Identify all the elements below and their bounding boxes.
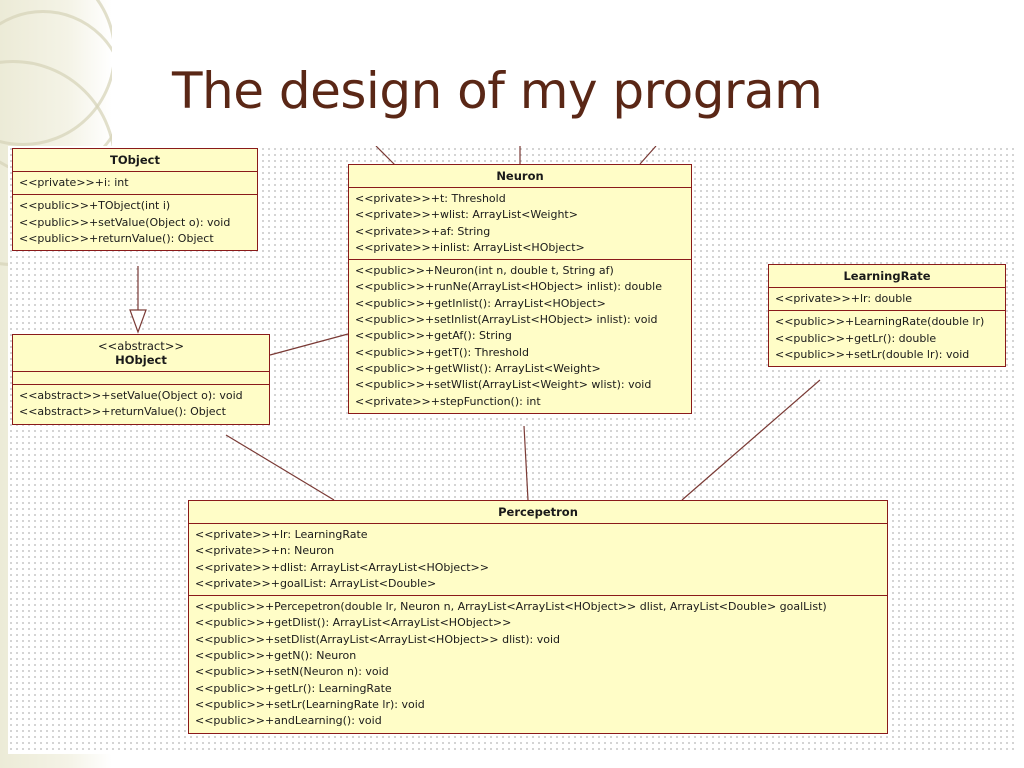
association-line [225, 434, 335, 501]
attribute: <<private>>+lr: LearningRate [195, 528, 368, 541]
attribute: <<private>>+lr: double [775, 292, 913, 305]
attribute: <<private>>+inlist: ArrayList<HObject> [355, 240, 585, 254]
attribute: <<private>>+n: Neuron [195, 544, 335, 558]
operation: <<public>>+returnValue(): Object [19, 231, 214, 245]
association-line [681, 379, 821, 501]
association-line [523, 425, 529, 501]
slide-title: The design of my program [172, 62, 823, 120]
operation: <<public>>+setValue(Object o): void [19, 215, 231, 229]
attribute: <<private>>+af: String [355, 224, 491, 238]
generalization-arrowhead [129, 309, 147, 334]
operation: <<public>>+setLr(double lr): void [775, 347, 970, 361]
operation: <<public>>+getWlist(): ArrayList<Weight> [355, 361, 601, 375]
class-header: LearningRate [769, 265, 1005, 288]
class-name: HObject [115, 353, 167, 367]
operation: <<public>>+getInlist(): ArrayList<HObjec… [355, 296, 606, 310]
attribute: <<private>>+i: int [19, 176, 129, 189]
class-neuron[interactable]: Neuron <<private>>+t: Threshold <<privat… [348, 164, 692, 414]
operation: <<abstract>>+setValue(Object o): void [19, 389, 243, 402]
class-hobject[interactable]: <<abstract>> HObject <<abstract>>+setVal… [12, 334, 270, 425]
attributes-section: <<private>>+lr: LearningRate <<private>>… [189, 524, 887, 597]
association-line [639, 146, 657, 165]
operation: <<public>>+getN(): Neuron [195, 649, 357, 663]
operation: <<public>>+getLr(): LearningRate [195, 681, 392, 695]
class-header: <<abstract>> HObject [13, 335, 269, 372]
operations-section: <<public>>+Percepetron(double lr, Neuron… [189, 596, 887, 732]
class-name: TObject [110, 153, 160, 167]
operation: <<public>>+Neuron(int n, double t, Strin… [355, 264, 614, 278]
operation: <<public>>+andLearning(): void [195, 714, 382, 728]
operation: <<public>>+runNe(ArrayList<HObject> inli… [355, 280, 662, 294]
attribute: <<private>>+dlist: ArrayList<ArrayList<H… [195, 560, 489, 574]
association-line [269, 333, 349, 356]
operation: <<private>>+stepFunction(): int [355, 394, 541, 408]
attributes-section [13, 372, 269, 385]
attributes-section: <<private>>+lr: double [769, 288, 1005, 312]
class-name: Neuron [496, 169, 544, 183]
operation: <<public>>+getT(): Threshold [355, 345, 529, 359]
operation: <<public>>+setInlist(ArrayList<HObject> … [355, 313, 658, 327]
operation: <<abstract>>+returnValue(): Object [19, 405, 226, 419]
class-learningrate[interactable]: LearningRate <<private>>+lr: double <<pu… [768, 264, 1006, 368]
class-stereotype: <<abstract>> [98, 339, 184, 353]
class-header: TObject [13, 149, 257, 172]
operation: <<public>>+setWlist(ArrayList<Weight> wl… [355, 378, 652, 392]
class-name: Percepetron [498, 505, 578, 519]
operation: <<public>>+Percepetron(double lr, Neuron… [195, 600, 827, 614]
attribute: <<private>>+t: Threshold [355, 192, 506, 205]
operation: <<public>>+TObject(int i) [19, 199, 171, 213]
connectors-layer [129, 146, 821, 501]
attributes-section: <<private>>+i: int [13, 172, 257, 196]
class-percepetron[interactable]: Percepetron <<private>>+lr: LearningRate… [188, 500, 888, 734]
uml-diagram-canvas: TObject <<private>>+i: int <<public>>+TO… [8, 146, 1018, 754]
operation: <<public>>+setDlist(ArrayList<ArrayList<… [195, 632, 560, 646]
attribute: <<private>>+goalList: ArrayList<Double> [195, 576, 437, 590]
operation: <<public>>+getLr(): double [775, 331, 937, 345]
operations-section: <<public>>+TObject(int i) <<public>>+set… [13, 195, 257, 250]
class-name: LearningRate [843, 269, 931, 283]
attribute: <<private>>+wlist: ArrayList<Weight> [355, 208, 578, 222]
operation: <<public>>+setLr(LearningRate lr): void [195, 697, 425, 711]
association-line [375, 146, 397, 167]
attributes-section: <<private>>+t: Threshold <<private>>+wli… [349, 188, 691, 261]
operation: <<public>>+LearningRate(double lr) [775, 315, 985, 329]
operations-section: <<public>>+Neuron(int n, double t, Strin… [349, 260, 691, 413]
class-header: Percepetron [189, 501, 887, 524]
class-header: Neuron [349, 165, 691, 188]
operation: <<public>>+getDlist(): ArrayList<ArrayLi… [195, 616, 512, 630]
operation: <<public>>+getAf(): String [355, 329, 512, 343]
operation: <<public>>+setN(Neuron n): void [195, 665, 389, 679]
class-tobject[interactable]: TObject <<private>>+i: int <<public>>+TO… [12, 148, 258, 252]
operations-section: <<abstract>>+setValue(Object o): void <<… [13, 385, 269, 424]
operations-section: <<public>>+LearningRate(double lr) <<pub… [769, 311, 1005, 366]
